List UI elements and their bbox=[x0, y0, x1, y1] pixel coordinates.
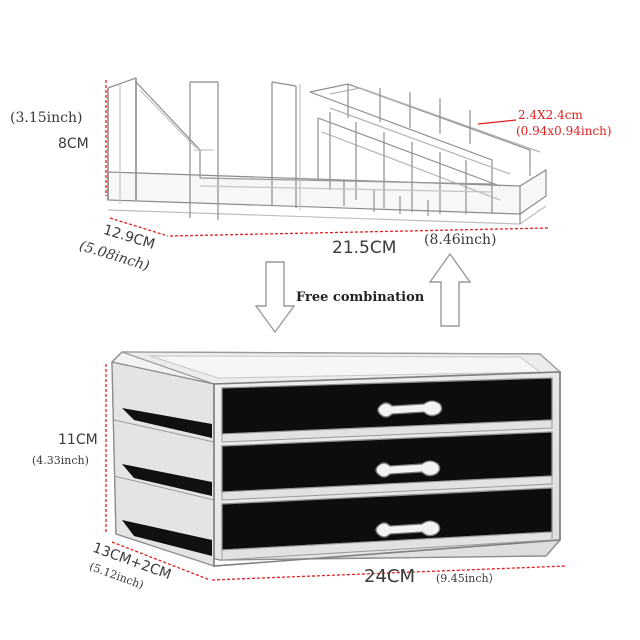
drawer-width-cm-label: 24CM bbox=[364, 566, 416, 587]
top-width-inch-label: (8.46inch) bbox=[424, 232, 497, 248]
compartment-size-inch-label: (0.94x0.94inch) bbox=[516, 124, 612, 138]
top-organizer-image bbox=[107, 77, 547, 225]
top-width-cm-label: 21.5CM bbox=[332, 238, 397, 258]
drawer-height-cm-label: 11CM bbox=[58, 432, 98, 448]
drawer-height-inch-label: (4.33inch) bbox=[32, 454, 89, 467]
bottom-dimension-lines bbox=[105, 364, 567, 581]
top-height-inch-label: (3.15inch) bbox=[10, 110, 83, 126]
top-height-cm-label: 8CM bbox=[58, 136, 89, 152]
down-arrow-icon bbox=[254, 261, 296, 334]
drawer-unit-image bbox=[111, 351, 562, 567]
top-dimension-lines bbox=[105, 80, 549, 237]
drawer-width-inch-label: (9.45inch） bbox=[436, 572, 500, 585]
up-arrow-icon bbox=[428, 252, 472, 327]
drawer-handle-icon bbox=[375, 400, 443, 538]
compartment-size-cm-label: 2.4X2.4cm bbox=[518, 108, 583, 122]
free-combination-label: Free combination bbox=[296, 290, 425, 305]
